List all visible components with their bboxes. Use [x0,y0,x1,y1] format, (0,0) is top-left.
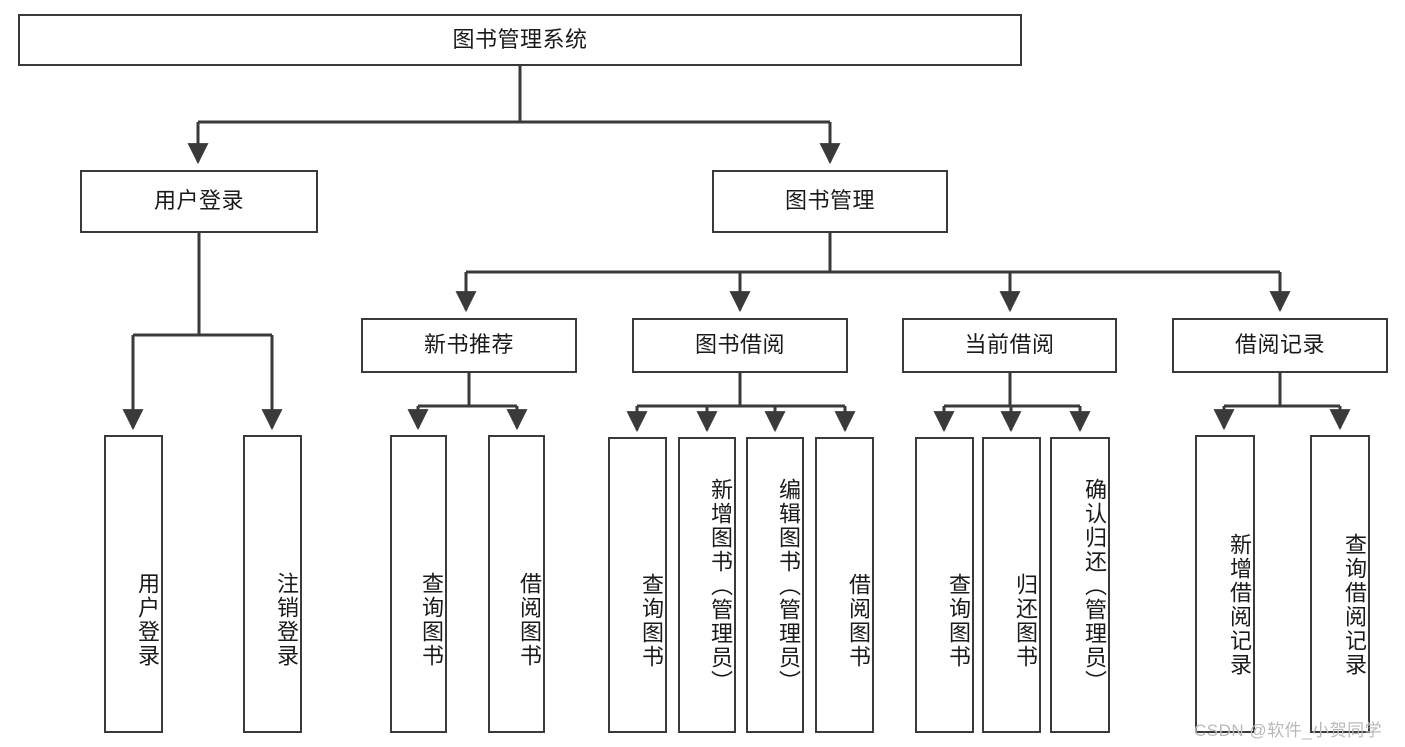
node-user-login-label: 用户登录 [153,188,244,214]
leaf-confirm-return-admin-label: 确认归还（管理员） [1082,478,1107,694]
leaf-return-book[interactable]: 归还图书 [982,437,1041,733]
leaf-query-borrow-record-label: 查询借阅记录 [1342,533,1367,677]
leaf-new-query-book[interactable]: 查询图书 [390,435,447,733]
node-book-management[interactable]: 图书管理 [712,170,948,233]
node-borrow-records-label: 借阅记录 [1234,332,1325,358]
leaf-new-borrow-book-label: 借阅图书 [517,572,542,668]
edge-login-to-leaves [122,233,283,431]
node-book-borrow[interactable]: 图书借阅 [632,318,848,373]
leaf-edit-book-admin-label: 编辑图书（管理员） [776,478,801,694]
leaf-query-borrow-record[interactable]: 查询借阅记录 [1310,435,1370,733]
leaf-add-book-admin-label: 新增图书（管理员） [708,478,733,694]
leaf-logout[interactable]: 注销登录 [243,435,302,733]
leaf-return-book-label: 归还图书 [1013,573,1038,669]
leaf-new-query-book-label: 查询图书 [419,572,444,668]
edge-borrow-to-leaves [626,373,856,433]
edge-newbook-to-leaves [407,373,528,431]
leaf-current-query-book-label: 查询图书 [946,573,971,669]
node-new-book-recommend-label: 新书推荐 [423,332,514,358]
leaf-user-login-label: 用户登录 [135,572,160,668]
leaf-borrow-book[interactable]: 借阅图书 [815,437,874,733]
node-root[interactable]: 图书管理系统 [18,14,1022,66]
leaf-add-borrow-record-label: 新增借阅记录 [1227,533,1252,677]
edge-root-to-level1 [187,66,841,165]
node-current-borrow-label: 当前借阅 [964,332,1055,358]
leaf-user-login[interactable]: 用户登录 [104,435,163,733]
node-user-login[interactable]: 用户登录 [80,170,318,233]
leaf-borrow-book-label: 借阅图书 [846,573,871,669]
leaf-edit-book-admin[interactable]: 编辑图书（管理员） [746,437,804,733]
leaf-new-borrow-book[interactable]: 借阅图书 [488,435,545,733]
node-current-borrow[interactable]: 当前借阅 [902,318,1117,373]
node-book-borrow-label: 图书借阅 [694,332,785,358]
leaf-confirm-return-admin[interactable]: 确认归还（管理员） [1050,437,1110,733]
node-new-book-recommend[interactable]: 新书推荐 [361,318,577,373]
node-book-management-label: 图书管理 [784,188,875,214]
leaf-borrow-query-book-label: 查询图书 [639,573,664,669]
edge-records-to-leaves [1213,373,1351,431]
node-borrow-records[interactable]: 借阅记录 [1172,318,1388,373]
node-root-label: 图书管理系统 [452,26,588,52]
leaf-add-borrow-record[interactable]: 新增借阅记录 [1195,435,1255,733]
leaf-borrow-query-book[interactable]: 查询图书 [608,437,667,733]
leaf-add-book-admin[interactable]: 新增图书（管理员） [678,437,736,733]
edge-bookmgmt-to-modules [455,233,1291,313]
leaf-current-query-book[interactable]: 查询图书 [915,437,974,733]
edge-current-to-leaves [933,373,1091,433]
leaf-logout-label: 注销登录 [274,572,299,668]
